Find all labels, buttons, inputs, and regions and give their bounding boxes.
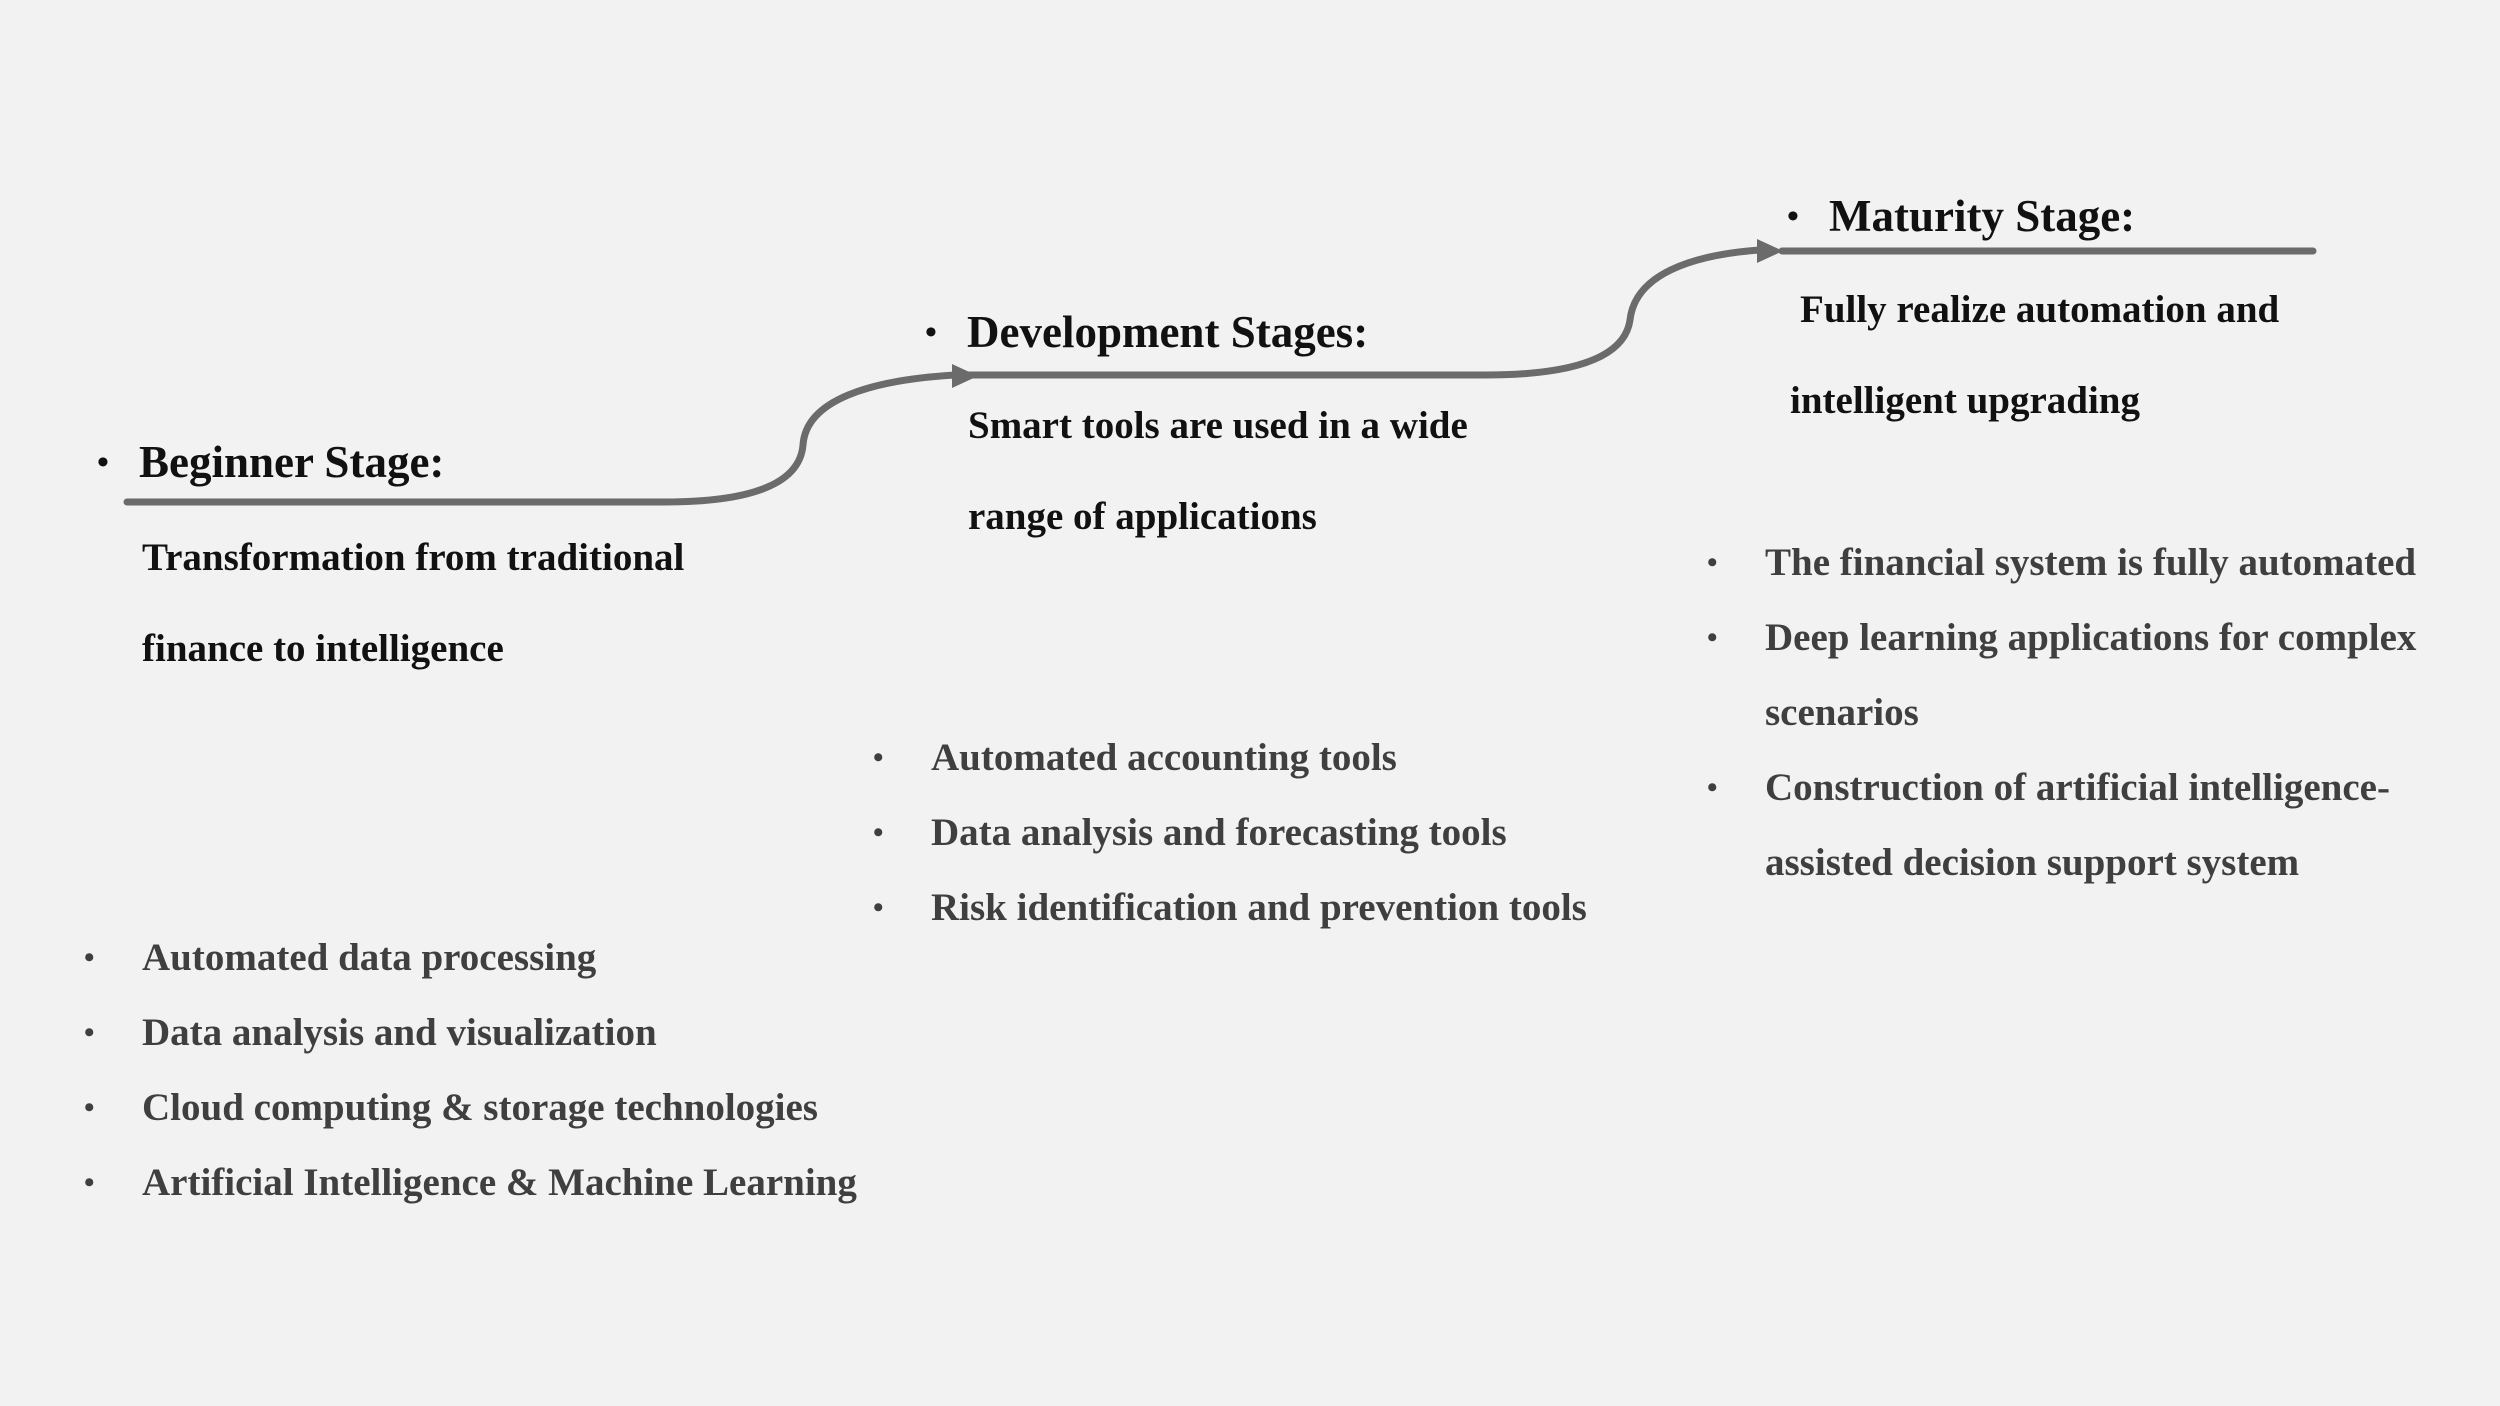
stage-items-maturity: •The financial system is fully automated…: [1707, 525, 2416, 900]
bullet-icon: •: [84, 1166, 95, 1199]
stage-items-development: •Automated accounting tools •Data analys…: [873, 720, 1587, 945]
list-item: •Artificial Intelligence & Machine Learn…: [84, 1145, 857, 1220]
stage-description-beginner: Transformation from traditional finance …: [142, 512, 684, 694]
bullet-icon: •: [1787, 198, 1799, 235]
description-line: intelligent upgrading: [1790, 379, 2140, 422]
stage-title-text: Maturity Stage:: [1829, 191, 2136, 241]
list-item: •Automated data processing: [84, 920, 857, 995]
bullet-icon: •: [1707, 771, 1718, 804]
stage-title-maturity: • Maturity Stage:: [1787, 194, 2135, 239]
stage-title-development: • Development Stages:: [925, 310, 1368, 355]
description-line: finance to intelligence: [142, 627, 504, 670]
bullet-icon: •: [84, 1016, 95, 1049]
list-item: •Construction of artificial intelligence…: [1707, 750, 2416, 900]
bullet-icon: •: [873, 741, 884, 774]
description-line: Transformation from traditional: [142, 536, 685, 579]
bullet-icon: •: [84, 941, 95, 974]
stage-description-development: Smart tools are used in a wide range of …: [968, 380, 1468, 562]
stage-title-beginner: • Beginner Stage:: [97, 440, 444, 485]
description-line: Fully realize automation and: [1800, 288, 2280, 331]
bullet-icon: •: [1707, 546, 1718, 579]
list-item: •The financial system is fully automated: [1707, 525, 2416, 600]
description-line: range of applications: [968, 495, 1317, 538]
bullet-icon: •: [1707, 621, 1718, 654]
bullet-icon: •: [925, 314, 937, 351]
stage-title-text: Development Stages:: [967, 307, 1369, 357]
list-item: •Data analysis and visualization: [84, 995, 857, 1070]
connector-segment-development: [951, 246, 1764, 379]
bullet-icon: •: [873, 891, 884, 924]
connector-segment-beginner: [123, 371, 959, 506]
bullet-icon: •: [873, 816, 884, 849]
description-line: Smart tools are used in a wide: [968, 404, 1468, 447]
stage-title-text: Beginner Stage:: [139, 437, 445, 487]
list-item: •Cloud computing & storage technologies: [84, 1070, 857, 1145]
list-item: •Data analysis and forecasting tools: [873, 795, 1587, 870]
list-item: •Automated accounting tools: [873, 720, 1587, 795]
list-item: •Risk identification and prevention tool…: [873, 870, 1587, 945]
stage-description-maturity: Fully realize automation and intelligent…: [1790, 264, 2279, 446]
bullet-icon: •: [84, 1091, 95, 1124]
bullet-icon: •: [97, 444, 109, 481]
stage-items-beginner: •Automated data processing •Data analysi…: [84, 920, 857, 1220]
arrowhead-maturity: [1757, 239, 1783, 263]
